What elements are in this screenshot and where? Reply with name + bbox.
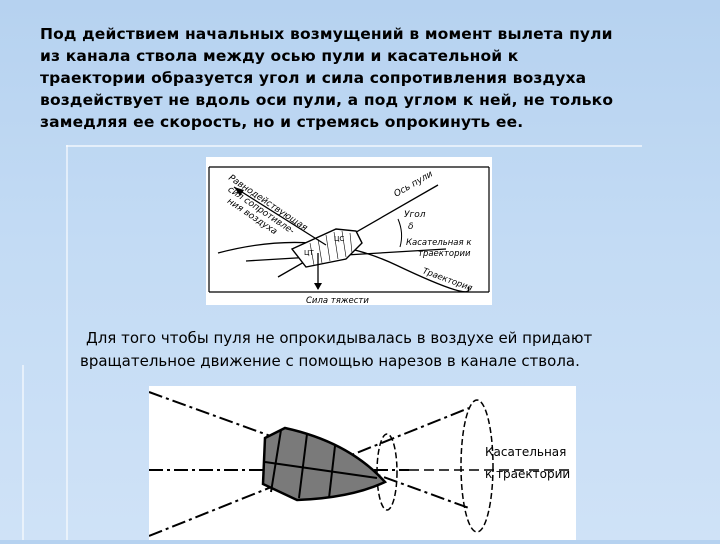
forces-diagram: Равнодействующая сил сопротивле- ния воз… [206, 157, 492, 306]
gravity-arrowhead [314, 283, 322, 290]
tangent-label: Касательная [485, 445, 566, 459]
background-vertical-line [22, 365, 24, 540]
center-of-mass-label: ЦТ [304, 249, 314, 257]
heading-line: из канала ствола между осью пули и касат… [40, 47, 519, 65]
angle-symbol: δ [408, 222, 414, 232]
bullet-shape [290, 228, 363, 268]
caption-line: Для того чтобы пуля не опрокидывалась в … [86, 329, 593, 347]
background-horizontal-line [66, 145, 642, 147]
gravity-label: Сила тяжести [306, 296, 369, 305]
background-vertical-line [66, 145, 68, 540]
heading-line: замедляя ее скорость, но и стремясь опро… [40, 113, 524, 131]
rotation-ellipse-large [460, 399, 494, 533]
slide-caption: Для того чтобы пуля не опрокидывалась в … [80, 327, 700, 373]
angle-label: Угол [404, 210, 426, 220]
trajectory-curve [217, 241, 470, 293]
forces-diagram-svg: Равнодействующая сил сопротивле- ния воз… [208, 166, 490, 306]
resultant-force-arrow [233, 186, 327, 246]
slide-heading: Под действием начальных возмущений в мом… [40, 23, 690, 133]
rotation-diagram: Касательная к траектории [148, 386, 576, 540]
rotation-diagram-svg: Касательная к траектории [148, 391, 570, 537]
resultant-force-label: Равнодействующая сил сопротивле- ния воз… [225, 173, 309, 237]
rotation-ellipse-small [376, 433, 398, 511]
bullet-axis-label: Ось пули [393, 169, 435, 199]
bullet-shape [261, 426, 388, 502]
resultant-arrowhead [234, 187, 244, 196]
tangent-label: траектории [418, 249, 471, 259]
heading-line: Под действием начальных возмущений в мом… [40, 25, 613, 43]
center-of-pressure-label: ЦС [334, 235, 344, 243]
heading-line: воздействует не вдоль оси пули, а под уг… [40, 91, 614, 109]
tangent-label: Касательная к [406, 238, 472, 248]
angle-arc [397, 218, 403, 248]
caption-line: вращательное движение с помощью нарезов … [80, 352, 580, 370]
tangent-label: к траектории [485, 467, 570, 481]
cone-line-lower [148, 407, 470, 537]
heading-line: траектории образуется угол и сила сопрот… [40, 69, 587, 87]
